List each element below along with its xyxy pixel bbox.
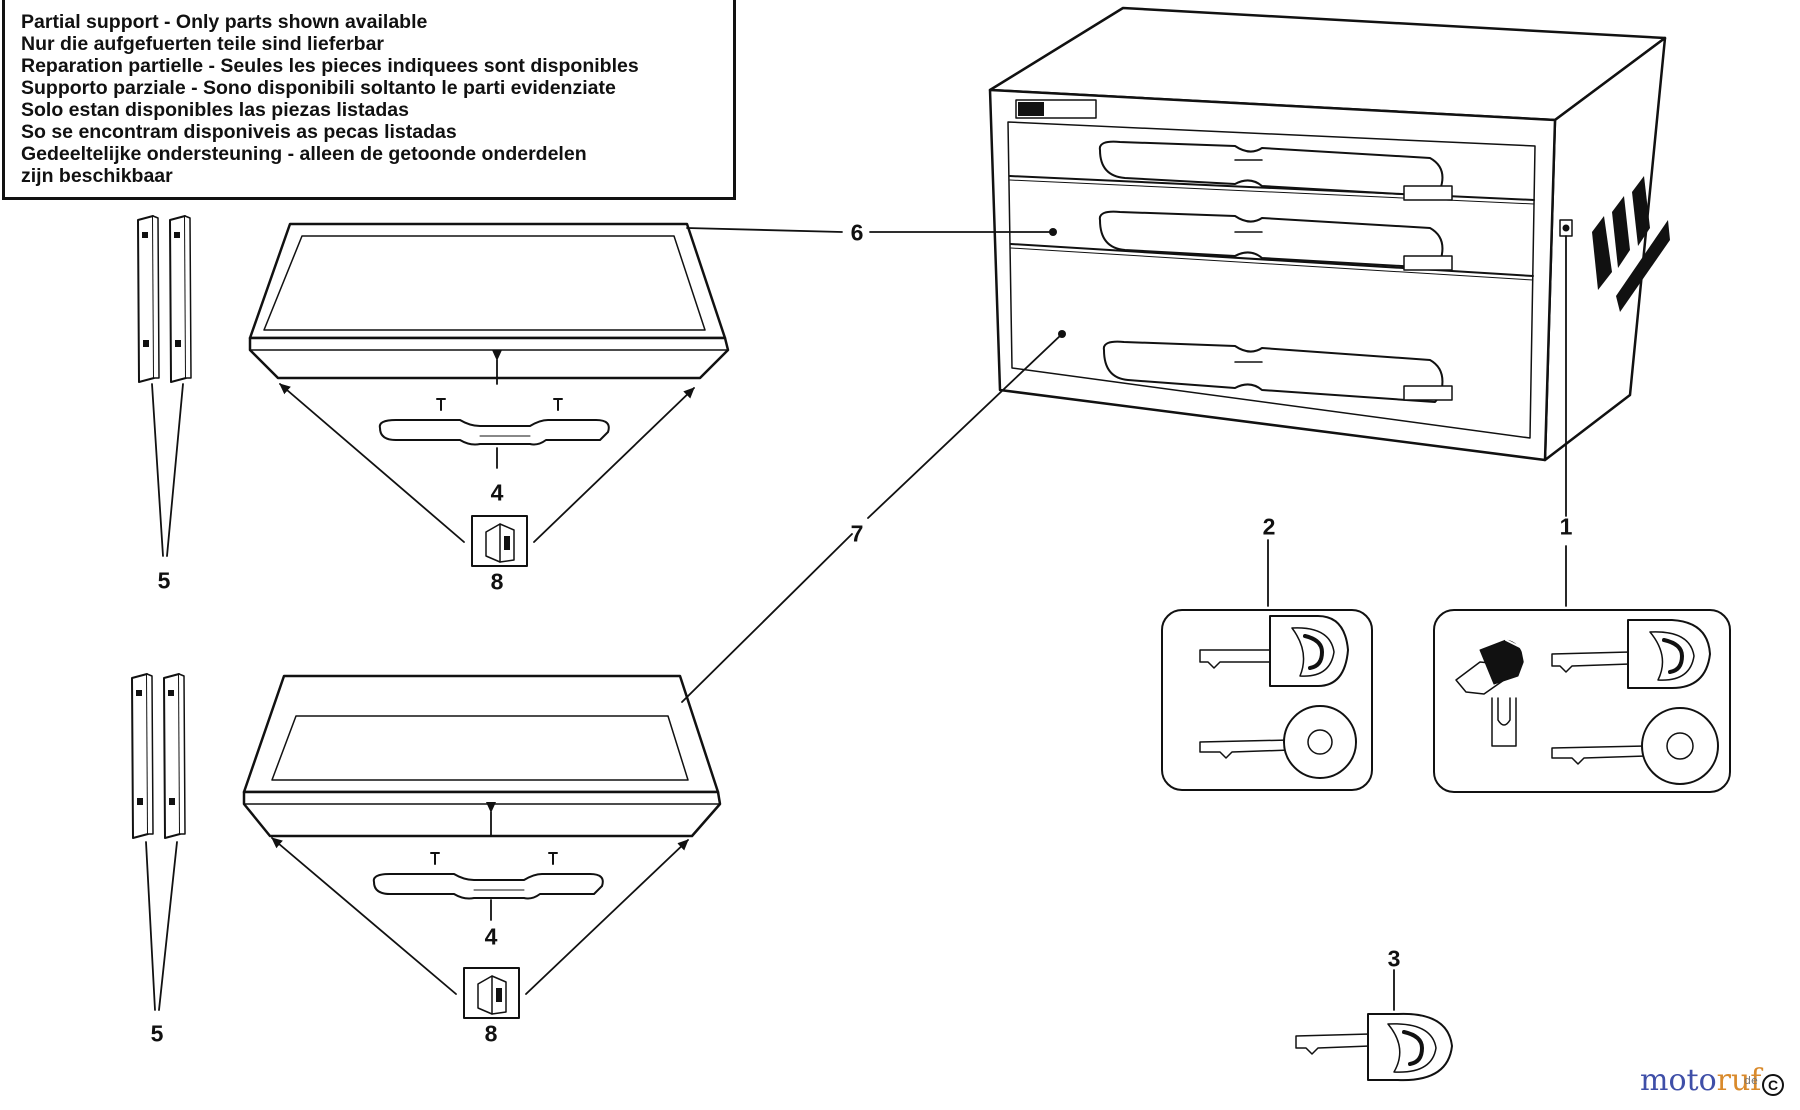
callout-4-top: 4 (490, 479, 504, 506)
callout-5-top: 5 (157, 567, 171, 594)
callout-2: 2 (1262, 513, 1276, 540)
drawer-clip-bottom (463, 967, 520, 1019)
callout-7: 7 (850, 520, 864, 547)
notice-line-it: Supporto parziale - Sono disponibili sol… (21, 77, 616, 99)
key-set-2 (1161, 609, 1373, 791)
watermark-de: de (1744, 1074, 1758, 1087)
notice-line-en: Partial support - Only parts shown avail… (21, 11, 428, 33)
callout-6: 6 (850, 219, 864, 246)
key-set-1 (1433, 609, 1731, 793)
drawer-slides-top (137, 215, 192, 383)
drawer-top (248, 222, 730, 380)
leader-lines (145, 227, 1567, 1011)
callout-8-top: 8 (490, 568, 504, 595)
notice-line-es: Solo estan disponibles las piezas listad… (21, 99, 409, 121)
drawer-bottom (242, 674, 722, 838)
notice-line-fr: Reparation partielle - Seules les pieces… (21, 55, 639, 77)
key-3 (1295, 1012, 1453, 1082)
watermark-ruf: ruf (1716, 1063, 1762, 1098)
drawer-handle-bottom (372, 852, 604, 900)
site-watermark: motoruf (1640, 1066, 1761, 1096)
drawer-slides-bottom (131, 673, 186, 839)
notice-line-nl-cont: zijn beschikbaar (21, 165, 173, 187)
drawer-handle-top (378, 398, 610, 446)
notice-line-nl: Gedeeltelijke ondersteuning - alleen de … (21, 143, 587, 165)
callout-4-bottom: 4 (484, 923, 498, 950)
tool-cabinet (988, 6, 1670, 462)
callout-1: 1 (1559, 513, 1573, 540)
callout-3: 3 (1387, 945, 1401, 972)
watermark-moto: moto (1640, 1063, 1717, 1098)
copyright-mark: C (1762, 1074, 1784, 1096)
drawer-clip-top (471, 515, 528, 567)
callout-8-bottom: 8 (484, 1020, 498, 1047)
availability-notice-box: Partial support - Only parts shown avail… (2, 0, 736, 200)
callout-5-bottom: 5 (150, 1020, 164, 1047)
notice-line-de: Nur die aufgefuerten teile sind lieferba… (21, 33, 384, 55)
notice-line-pt: So se encontram disponiveis as pecas lis… (21, 121, 457, 143)
